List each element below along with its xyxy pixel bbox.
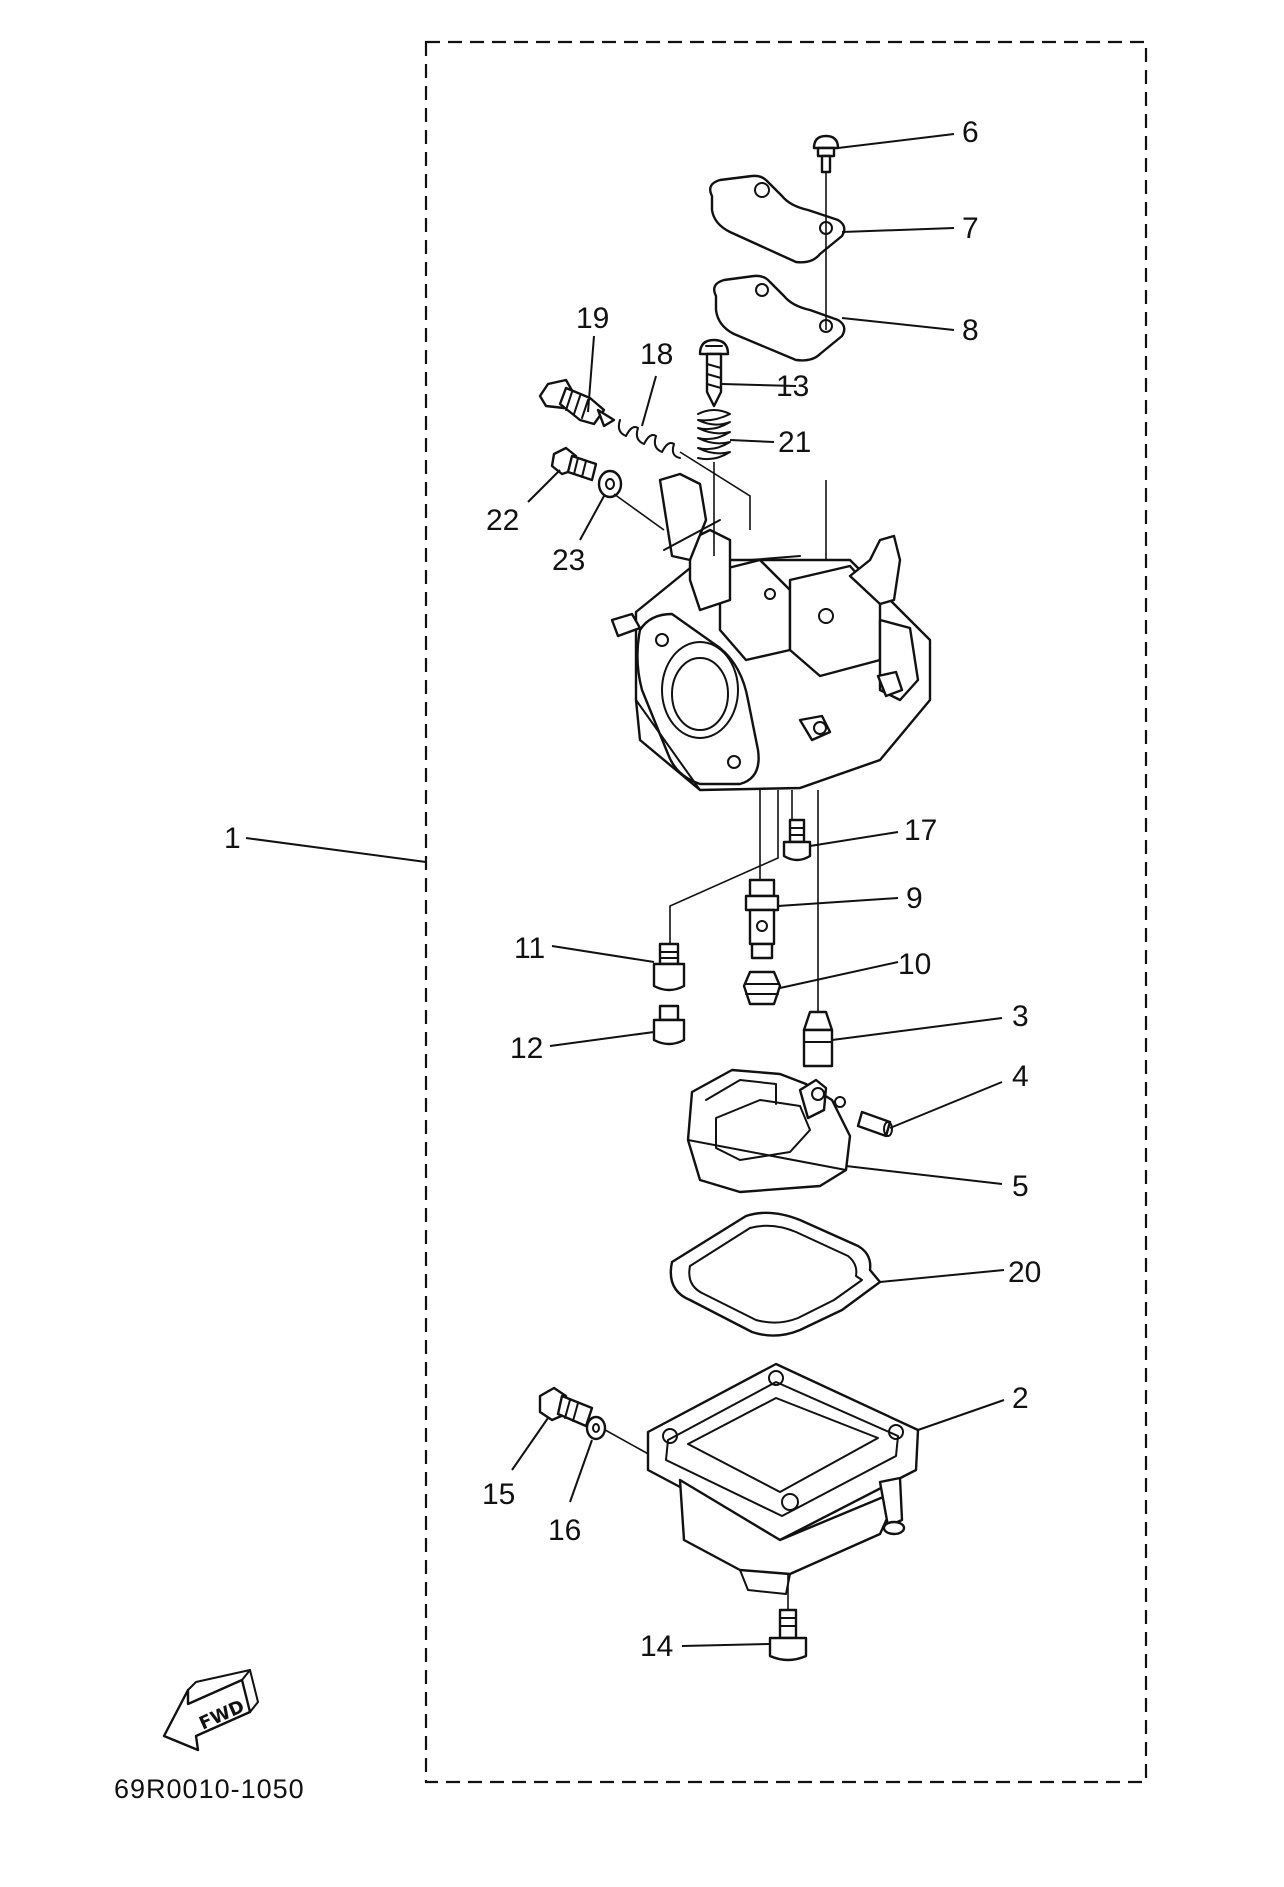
screw-6 <box>812 134 840 174</box>
float-chamber-2 <box>646 1362 920 1595</box>
callout-3: 3 <box>1012 1000 1029 1033</box>
callout-1: 1 <box>224 822 241 855</box>
callout-8: 8 <box>962 314 979 347</box>
float-chamber-gasket-20 <box>669 1211 882 1337</box>
spring-18 <box>617 419 681 459</box>
callout-4: 4 <box>1012 1060 1029 1093</box>
callout-6: 6 <box>962 116 979 149</box>
assembly-guide-lines <box>597 172 827 1610</box>
spring-21 <box>697 409 731 461</box>
plug-12 <box>652 1004 686 1046</box>
callout-11: 11 <box>514 932 545 965</box>
callout-7: 7 <box>962 212 979 245</box>
washer-23 <box>597 469 623 499</box>
main-jet-10 <box>742 970 782 1006</box>
callout-2: 2 <box>1012 1382 1029 1415</box>
callout-5: 5 <box>1012 1170 1029 1203</box>
leader-lines <box>245 133 1005 1647</box>
float-pin-4 <box>856 1110 893 1138</box>
callout-18: 18 <box>640 338 673 371</box>
drain-screw-14 <box>768 1608 808 1662</box>
bolt-22 <box>550 446 598 482</box>
callout-15: 15 <box>482 1478 515 1511</box>
screw-13 <box>698 338 730 408</box>
callout-17: 17 <box>904 814 937 847</box>
assembly-frame <box>424 40 1148 1784</box>
callout-16: 16 <box>548 1514 581 1547</box>
cover-gasket <box>713 274 846 362</box>
callout-22: 22 <box>486 504 519 537</box>
callout-12: 12 <box>510 1032 543 1065</box>
callout-labels: 1 2 3 4 5 6 7 8 9 10 11 12 13 14 15 16 1… <box>224 116 1041 1663</box>
callout-20: 20 <box>1008 1256 1041 1289</box>
float-5 <box>686 1068 852 1194</box>
callout-14: 14 <box>640 1630 673 1663</box>
bolt-15 <box>538 1386 594 1428</box>
callout-13: 13 <box>776 370 809 403</box>
drawing-code: 69R0010-1050 <box>114 1774 305 1804</box>
jet-11 <box>652 942 686 992</box>
callout-21: 21 <box>778 426 811 459</box>
main-nozzle-9 <box>744 878 780 960</box>
callout-9: 9 <box>906 882 923 915</box>
pilot-jet-17 <box>782 818 812 862</box>
callout-10: 10 <box>898 948 931 981</box>
washer-16 <box>585 1415 607 1441</box>
carburetor-body <box>610 472 932 792</box>
callout-23: 23 <box>552 544 585 577</box>
needle-valve-3 <box>802 1010 834 1068</box>
pilot-screw-19 <box>538 378 616 428</box>
fwd-arrow: FWD <box>162 1669 259 1752</box>
cover-plate <box>709 174 846 264</box>
callout-19: 19 <box>576 302 609 335</box>
